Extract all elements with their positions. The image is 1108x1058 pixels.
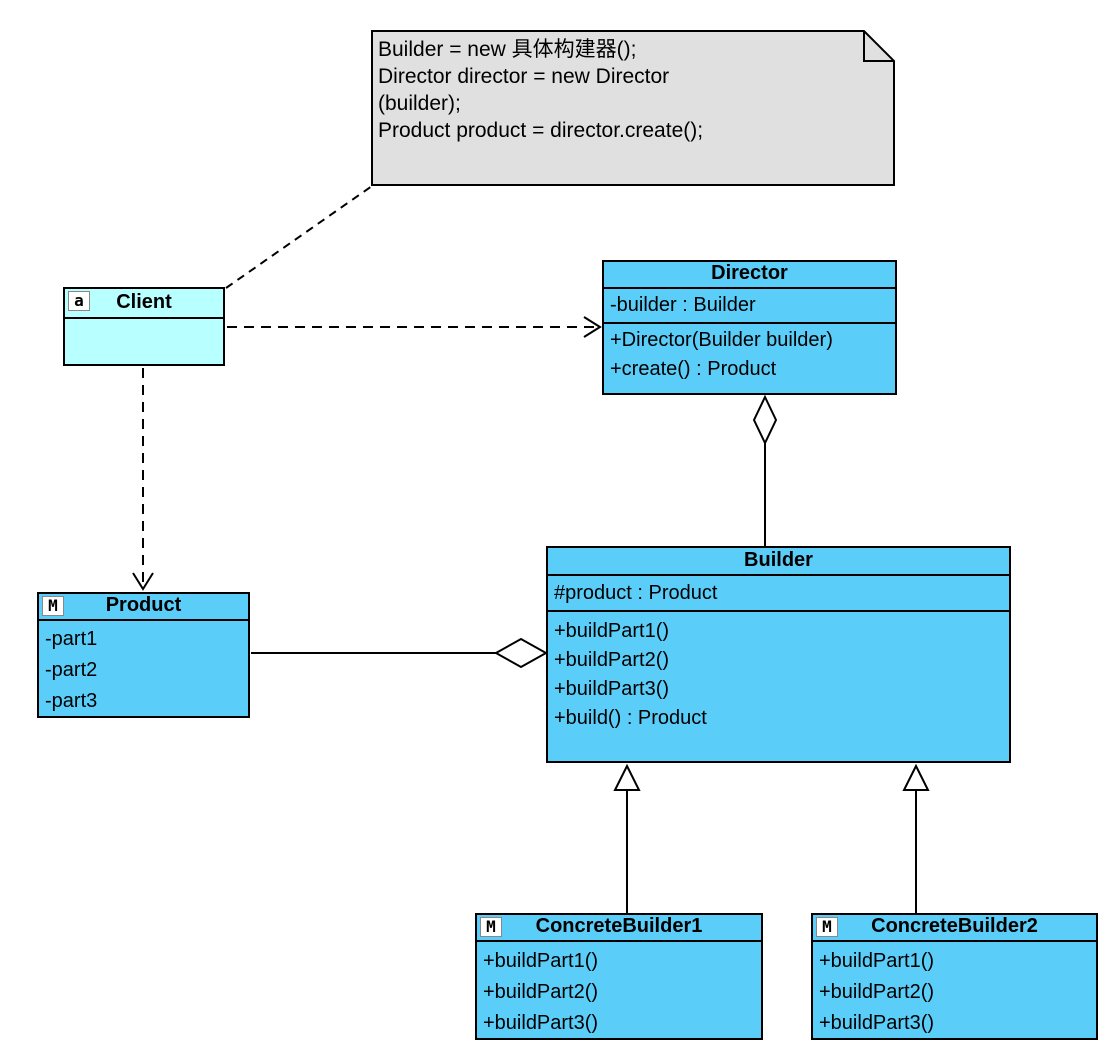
class-methods: +Director(Builder builder) +create() : P… [604,324,895,393]
class-header: Director [604,262,895,289]
attribute: -builder : Builder [610,294,756,316]
note-line: Builder = new 具体构建器(); [378,38,637,61]
class-client: a Client [63,287,225,366]
class-methods: +buildPart1() +buildPart2() +buildPart3(… [813,942,1096,1039]
class-header: Builder [548,548,1009,576]
class-header: M Product [39,594,248,621]
class-name: Director [711,262,788,284]
code-note: Builder = new 具体构建器(); Director director… [378,36,858,144]
method: +Director(Builder builder) [610,329,833,351]
class-name: ConcreteBuilder2 [871,915,1038,937]
method: +buildPart3() [483,1012,599,1034]
class-header: a Client [65,289,223,319]
cb1-builder-triangle-icon [613,763,641,791]
class-attributes: #product : Product [548,576,1009,612]
method: +buildPart1() [554,620,670,642]
builder-product-diamond-icon [493,637,549,669]
class-director: Director -builder : Builder +Director(Bu… [602,260,897,395]
attribute: -part1 [45,628,98,650]
class-builder: Builder #product : Product +buildPart1()… [546,546,1011,763]
method: +buildPart3() [819,1012,935,1034]
method: +create() : Product [610,358,777,380]
note-fold-icon [863,31,894,62]
method: +buildPart1() [483,950,599,972]
note-anchor-line [225,185,373,289]
class-concrete-builder-2: M ConcreteBuilder2 +buildPart1() +buildP… [811,913,1098,1040]
class-methods: +buildPart1() +buildPart2() +buildPart3(… [548,612,1009,761]
class-name: Product [105,594,182,616]
class-methods: +buildPart1() +buildPart2() +buildPart3(… [477,942,761,1039]
director-builder-diamond-icon [752,394,778,446]
note-shape [371,30,895,186]
concrete-builder-1-badge-icon: M [480,917,502,937]
method: +buildPart2() [483,981,599,1003]
class-product: M Product -part1 -part2 -part3 [37,592,250,718]
class-name: Builder [744,549,813,571]
class-attributes: -builder : Builder [604,289,895,324]
client-director-open-arrow-icon [583,316,602,338]
note-line: (builder); [378,92,461,115]
method: +buildPart2() [819,981,935,1003]
class-header: M ConcreteBuilder2 [813,915,1096,942]
class-attributes: -part1 -part2 -part3 [39,621,248,717]
class-concrete-builder-1: M ConcreteBuilder1 +buildPart1() +buildP… [475,913,763,1040]
concrete-builder-2-badge-icon: M [816,917,838,937]
class-name: Client [116,291,172,313]
class-body-empty [65,319,223,364]
method: +build() : Product [554,707,707,729]
class-name: ConcreteBuilder1 [535,915,703,937]
client-badge-icon: a [68,291,90,311]
note-line: Director director = new Director [378,65,670,88]
client-product-open-arrow-icon [132,572,154,591]
attribute: -part2 [45,659,98,681]
method: +buildPart2() [554,649,670,671]
note-line: Product product = director.create(); [378,119,704,142]
cb2-builder-triangle-icon [902,763,930,791]
product-badge-icon: M [42,596,64,616]
class-header: M ConcreteBuilder1 [477,915,761,942]
attribute: -part3 [45,690,98,712]
method: +buildPart1() [819,950,935,972]
attribute: #product : Product [554,581,718,604]
method: +buildPart3() [554,678,670,700]
